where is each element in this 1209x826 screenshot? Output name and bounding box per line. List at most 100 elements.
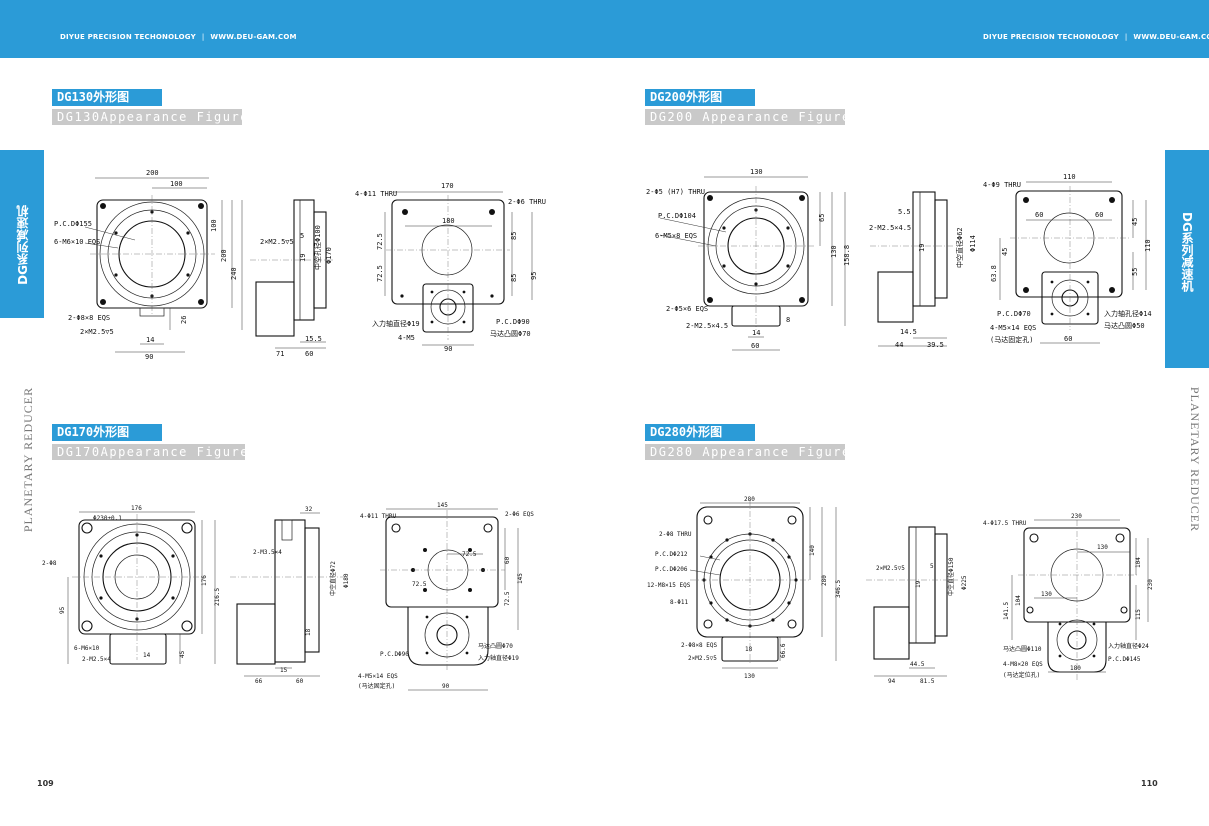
side-tab-right-label: DG系列减速机 [1180, 212, 1194, 292]
dg170-subtitle: DG170Appearance Figure [52, 444, 247, 460]
dg130-pcd: P.C.DΦ155 [54, 220, 92, 228]
dg130-hole100: 中空孔径Φ100 [313, 225, 322, 270]
dg200-shaft: 入力轴孔径Φ14 [1104, 309, 1152, 318]
dg170-back-90: 90 [442, 683, 450, 690]
dg200-dim-60: 60 [751, 342, 759, 350]
side-tab-right[interactable]: DG系列减速机 [1165, 150, 1209, 368]
dg130-pin: 2-Φ8×8 EQS [68, 314, 110, 322]
dg170-side-60: 60 [296, 678, 304, 685]
dg280-thru11: 8-Φ11 [670, 599, 688, 606]
dg130-title: DG130外形图 [52, 89, 162, 106]
dg280-hole150: 中空直径Φ150 [947, 557, 955, 596]
dg130-dim-200v: 200 [220, 249, 228, 262]
dg280-back-115: 115 [1135, 609, 1142, 620]
dg170-side-32: 32 [305, 506, 313, 513]
dg170-side-m3: 2-M3.5×4 [253, 549, 282, 556]
dg130-side-60: 60 [305, 350, 313, 358]
dg200-dim-65: 65 [818, 214, 826, 222]
dg280-title: DG280外形图 [645, 424, 755, 441]
dg280-m8: 4-M8×20 EQS [1003, 661, 1043, 668]
dg200-m5: 4-M5×14 EQS [990, 324, 1036, 332]
dg200-back-45: 45 [1131, 218, 1139, 226]
dg130-subtitle: DG130Appearance Figure [52, 109, 247, 125]
dg170-pin: 2-Φ8 [42, 560, 57, 567]
dg130-thru11: 4-Φ11 THRU [355, 190, 397, 198]
dg170-back-725: 72.5 [462, 551, 477, 558]
dg200-side-44: 44 [895, 341, 903, 349]
dg170-thru11: 4-Φ11 THRU [360, 513, 397, 520]
dg280-dim-280: 280 [744, 496, 755, 503]
dg130-phi170: Φ170 [325, 247, 333, 264]
dg130-back-95: 95 [530, 272, 538, 280]
dg200-side-19: 19 [918, 244, 926, 252]
dg280-fix: (马达定位孔) [1003, 671, 1040, 679]
dg280-motor: 马达凸圆Φ110 [1003, 645, 1042, 653]
dg280-side-m25: 2×M2.5▽5 [876, 565, 905, 572]
dg170-pcd90: P.C.DΦ90 [380, 651, 409, 658]
dg170-dim-95: 95 [59, 606, 66, 614]
dg280-dim-130: 130 [744, 673, 755, 680]
dg130-side-m25: 2×M2.5▽5 [260, 238, 294, 246]
dg170-side-66: 66 [255, 678, 263, 685]
dg170-phi180: Φ180 [343, 573, 350, 588]
dg130-side-5: 5 [300, 232, 304, 240]
dg170-pcd: Φ230±0.1 [93, 515, 122, 522]
dg200-fix: (马达固定孔) [990, 335, 1033, 344]
dg130-m6: 6-M6×10 EQS [54, 238, 100, 246]
dg280-pcd206: P.C.DΦ206 [655, 566, 688, 573]
dg200-m25: 2-M2.5×4.5 [686, 322, 728, 330]
dg280-dim-18: 18 [745, 646, 753, 653]
header-brand-left: DIYUE PRECISION TECHONOLOGY|WWW.DEU-GAM.… [60, 33, 297, 41]
dg200-dim-130: 130 [750, 168, 763, 176]
dg280-back-1415: 141.5 [1003, 602, 1010, 620]
dg200-back-110v: 110 [1144, 239, 1152, 252]
dg200-dim-14: 14 [752, 329, 760, 337]
dg280-back-104: 104 [1135, 557, 1142, 568]
dg280-side-19: 19 [915, 580, 922, 588]
dg170-back-60v: 60 [504, 556, 511, 564]
page-number-right: 110 [1141, 779, 1158, 788]
dg170-dim-45: 45 [179, 650, 186, 658]
dg280-m25: 2×M2.5▽5 [688, 655, 717, 662]
dg170-dim-14: 14 [143, 652, 151, 659]
dg280-subtitle: DG280 Appearance Figure [645, 444, 849, 460]
dg130-pcd90: P.C.DΦ90 [496, 318, 530, 326]
dg130-back-725b: 72.5 [376, 265, 384, 282]
header-bar: DIYUE PRECISION TECHONOLOGY|WWW.DEU-GAM.… [0, 0, 1209, 58]
dg170-shaft: 入力轴直径Φ19 [478, 654, 519, 662]
dg200-hole62: 中空直径Φ62 [955, 227, 964, 268]
website-link-left[interactable]: WWW.DEU-GAM.COM [210, 33, 297, 41]
dg280-thru175: 4-Φ17.5 THRU [983, 520, 1027, 527]
dg200-m5: 6-M5×8 EQS [655, 232, 697, 240]
dg170-title: DG170外形图 [52, 424, 162, 441]
dg130-side-15: 15.5 [305, 335, 322, 343]
dg130-back-170: 170 [441, 182, 454, 190]
header-brand-right: DIYUE PRECISION TECHONOLOGY|WWW.DEU-GAM.… [983, 33, 1209, 41]
dg130-motor: 马达凸圆Φ70 [490, 329, 531, 338]
dg200-dim-130v: 130 [830, 245, 838, 258]
dg130-dim-240: 240 [230, 267, 238, 280]
dg130-m5: 4-M5 [398, 334, 415, 342]
dg170-side-15: 15 [280, 667, 288, 674]
dg280-back-130a: 130 [1097, 544, 1108, 551]
dg200-thru5: 2-Φ5 (H7) THRU [646, 188, 705, 196]
dg280-side-815: 81.5 [920, 678, 935, 685]
dg200-back-638: 63.8 [990, 265, 998, 282]
dg200-back-55: 55 [1131, 268, 1139, 276]
dg170-pin6: 2-Φ6 EQS [505, 511, 534, 518]
dg130-dim-200: 200 [146, 169, 159, 177]
dg170-m25: 2-M2.5×4 [82, 656, 111, 663]
dg280-back-230: 230 [1071, 513, 1082, 520]
dg280-thru8: 2-Φ8 THRU [659, 531, 692, 538]
dg280-m8: 12-M8×15 EQS [647, 582, 691, 589]
side-tab-left[interactable]: DG系列减速机 [0, 150, 44, 318]
dg200-side-55: 5.5 [898, 208, 911, 216]
dg130-back-180: 180 [442, 217, 455, 225]
website-link-right[interactable]: WWW.DEU-GAM.COM [1133, 33, 1209, 41]
dg200-title: DG200外形图 [645, 89, 755, 106]
dg280-side-94: 94 [888, 678, 896, 685]
dg130-thru6: 2-Φ6 THRU [508, 198, 546, 206]
